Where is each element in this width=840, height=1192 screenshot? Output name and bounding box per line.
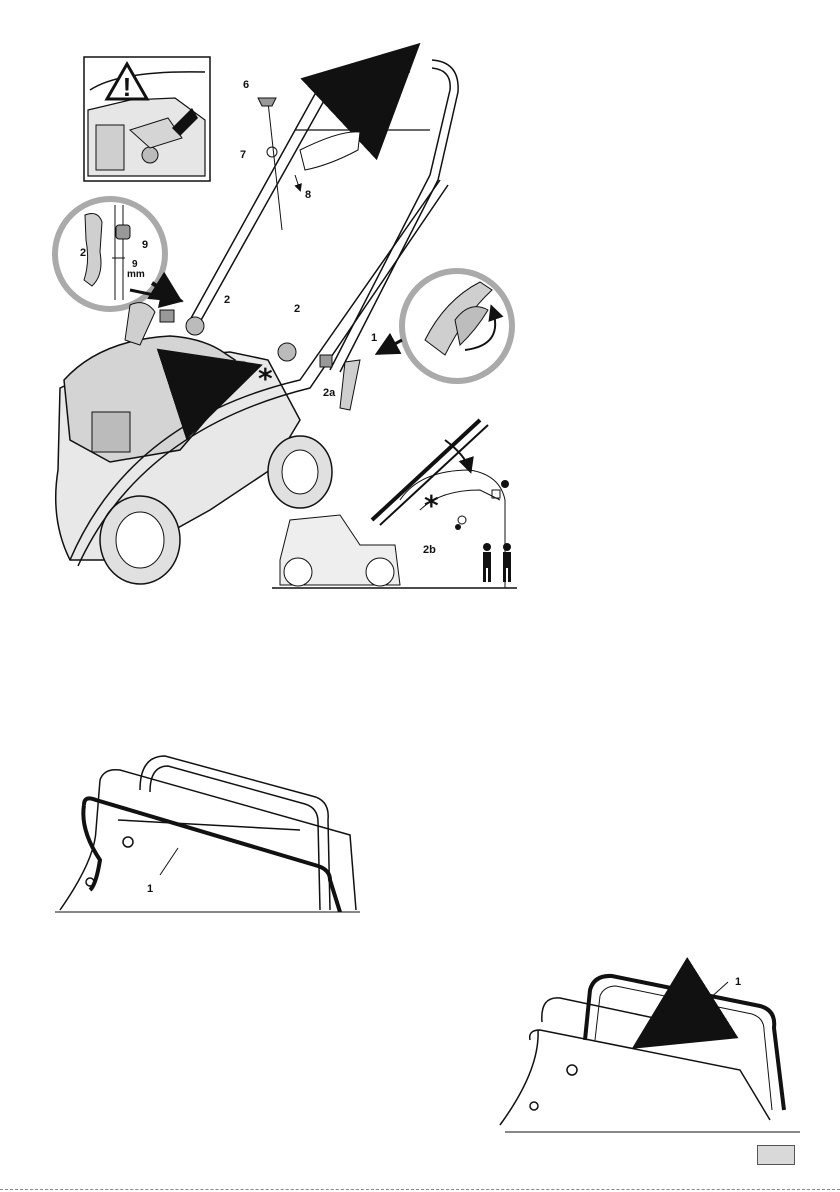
inset-label-nut: 9 [142, 239, 148, 251]
asterisk-mark-inset: * [424, 489, 439, 522]
warning-inset: ! [84, 57, 210, 181]
label-knob: 2 [224, 294, 230, 306]
figure-handle-assembly: ! 2 9 9 mm [55, 57, 517, 588]
inset-label-knob: 2 [80, 247, 86, 259]
asterisk-mark: * [258, 362, 273, 395]
label-handle: 1 [371, 332, 377, 344]
label-lever-pos-a: 2a [323, 387, 336, 399]
figure-grass-bag-frame-fitting [55, 756, 360, 912]
inset-gap-unit: mm [127, 269, 145, 280]
nut-gap-detail-inset: 2 9 9 mm [55, 199, 176, 309]
label-cable-clip: 7 [240, 149, 246, 161]
page-bottom-rule [0, 1189, 840, 1190]
label-knob-b: 2 [294, 303, 300, 315]
operator-person-icon [483, 543, 511, 582]
svg-text:!: ! [123, 72, 132, 102]
page-number-box [757, 1145, 795, 1165]
label-bolt: 6 [243, 79, 249, 91]
label-cable: 8 [305, 189, 311, 201]
figure-grass-bag-frame-removal [500, 976, 800, 1132]
label-bag-frame-fig2: 1 [147, 883, 153, 895]
label-bag-frame-fig3: 1 [735, 976, 741, 988]
label-lever-pos-b: 2b [423, 544, 436, 556]
lever-rotation-detail-inset [380, 271, 512, 381]
